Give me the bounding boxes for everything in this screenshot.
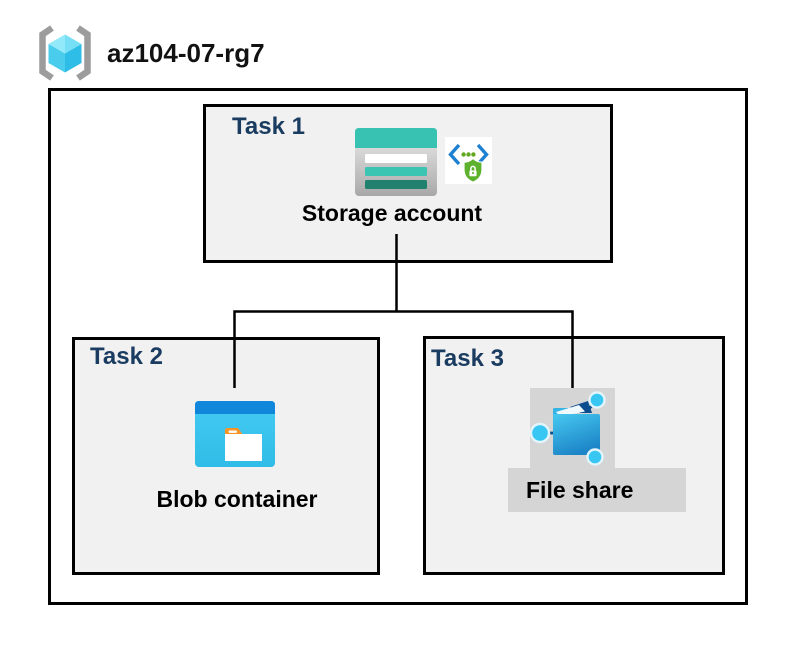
task2-box: Task 2 Blob container bbox=[72, 337, 380, 575]
task1-label: Task 1 bbox=[232, 113, 305, 140]
task3-label: Task 3 bbox=[431, 345, 504, 372]
resource-group-icon bbox=[39, 25, 91, 81]
file-share-icon bbox=[530, 388, 615, 468]
blob-container-label: Blob container bbox=[156, 486, 318, 512]
task3-box: Task 3 File share bbox=[423, 336, 725, 575]
file-share-label: File share bbox=[526, 477, 634, 503]
storage-account-icon bbox=[355, 128, 437, 196]
task2-label: Task 2 bbox=[90, 343, 163, 370]
private-endpoint-icon bbox=[445, 137, 492, 184]
resource-group-name: az104-07-rg7 bbox=[107, 37, 265, 68]
task1-box: Task 1 Storage bbox=[203, 104, 613, 263]
blob-container-icon bbox=[195, 401, 275, 467]
file-share-label-plate: File share bbox=[508, 468, 686, 512]
storage-account-label: Storage account bbox=[301, 200, 483, 226]
resource-group-header: az104-07-rg7 bbox=[37, 24, 265, 82]
